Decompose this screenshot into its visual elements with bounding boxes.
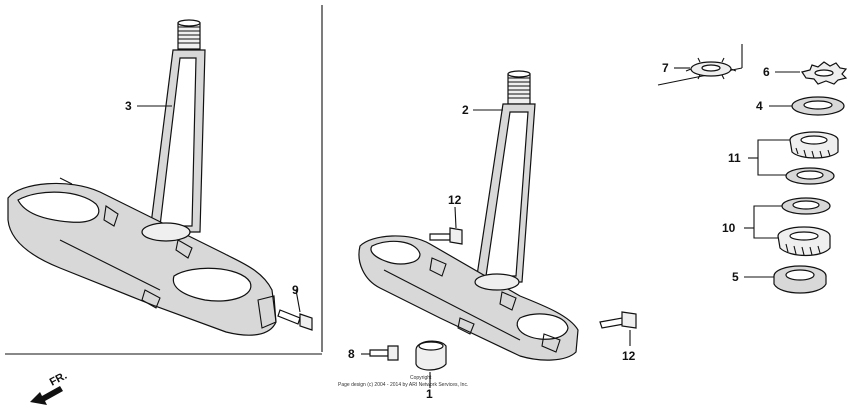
- tab-washer-6: [801, 61, 848, 85]
- callout-1: 1: [426, 387, 433, 401]
- bolt-8: [369, 345, 399, 361]
- bottom-bridge-middle: [358, 235, 579, 361]
- callout-7: 7: [662, 61, 669, 75]
- dust-seal-4: [791, 96, 845, 116]
- leader-lines: [137, 67, 800, 355]
- callout-12-upper: 12: [448, 193, 462, 207]
- upper-bearing-11: [785, 131, 839, 185]
- callout-10: 10: [722, 221, 736, 235]
- callout-5: 5: [732, 270, 739, 284]
- clamp-1: [415, 340, 447, 388]
- bolt-9: [277, 289, 313, 331]
- callout-6: 6: [763, 65, 770, 79]
- callout-8: 8: [348, 347, 355, 361]
- front-direction-arrow: FR.: [30, 370, 69, 405]
- bolt-12-upper: [429, 206, 463, 245]
- front-label: FR.: [48, 370, 69, 389]
- left-frame: [5, 5, 323, 355]
- callout-3: 3: [125, 99, 132, 113]
- dust-seal-5: [773, 265, 827, 294]
- bottom-bridge-left: [7, 177, 277, 336]
- callout-11: 11: [728, 151, 741, 165]
- lower-bearing-10: [777, 197, 831, 257]
- lock-nut-7: [685, 57, 737, 80]
- steering-stem-middle: [475, 70, 536, 283]
- copyright-line-2: Page design (c) 2004 - 2014 by ARI Netwo…: [338, 382, 469, 388]
- callout-2: 2: [462, 103, 469, 117]
- callout-4: 4: [756, 99, 763, 113]
- callout-9: 9: [292, 283, 299, 297]
- copyright-line-1: Copyright: [410, 375, 432, 381]
- callout-12-lower: 12: [622, 349, 636, 363]
- steering-stem-left: [149, 19, 206, 233]
- bolt-12-lower: [599, 311, 637, 346]
